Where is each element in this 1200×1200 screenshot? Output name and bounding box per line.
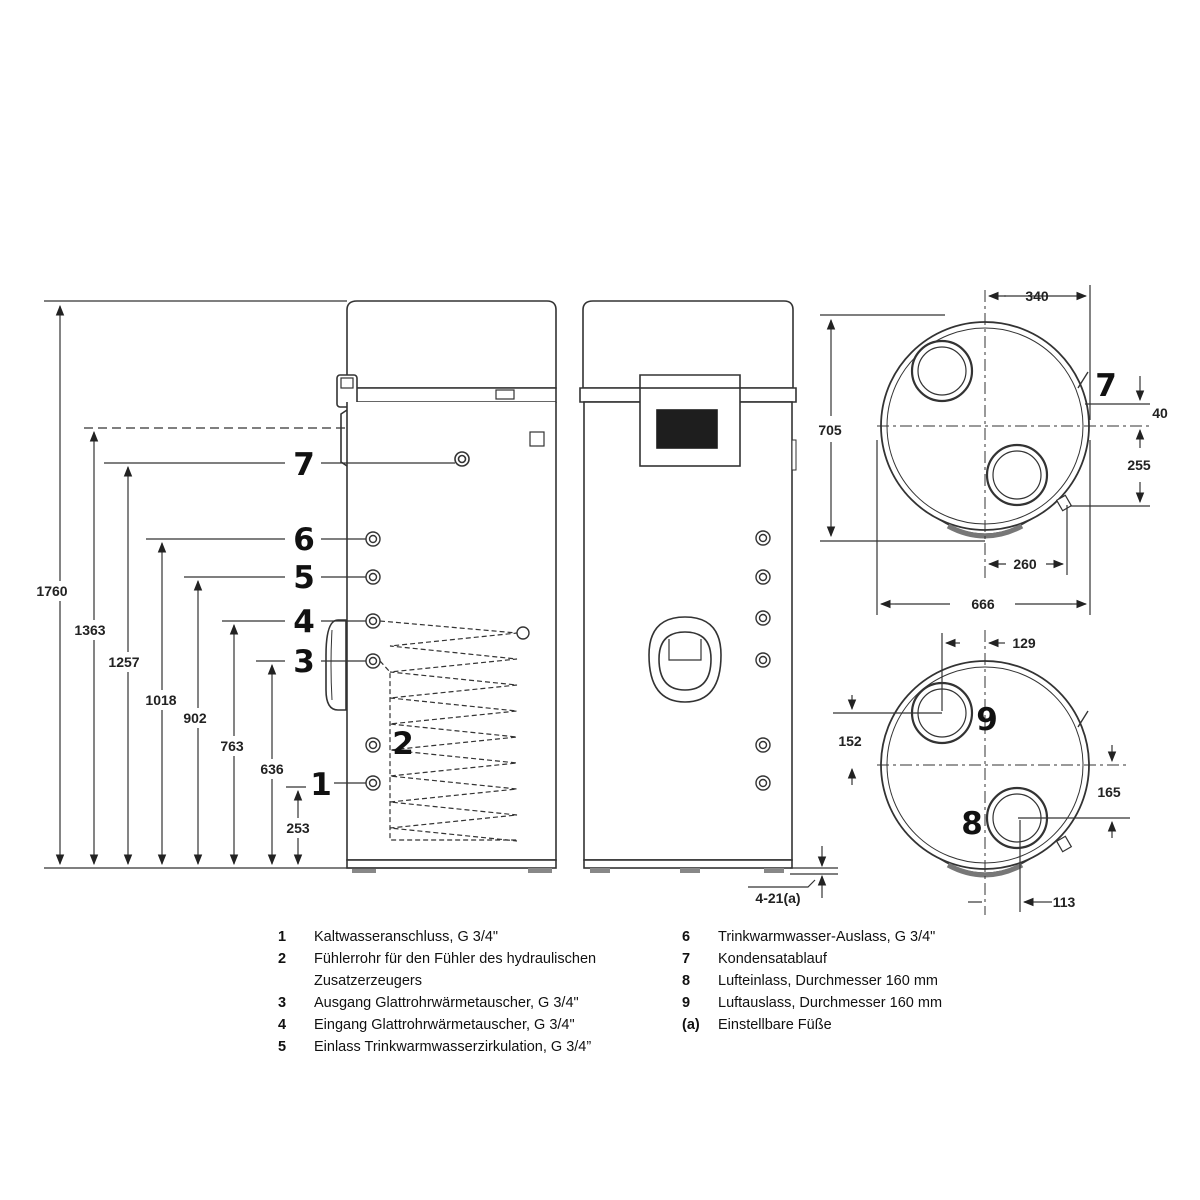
side-callouts: 7 6 5 4 3 2 1: [293, 447, 414, 803]
dim-129: 129: [1012, 635, 1036, 651]
bottom-view: [877, 630, 1130, 915]
dim-666: 666: [971, 596, 995, 612]
legend-item-2: 2 Fühlerrohr für den Fühler des hydraulis…: [278, 948, 658, 992]
bottom-dim-labels: 129 152 165 113 9 8: [838, 635, 1121, 910]
dim-255: 255: [1127, 457, 1151, 473]
dim-340: 340: [1025, 288, 1049, 304]
legend-text: Fühlerrohr für den Fühler des hydraulisc…: [314, 951, 597, 989]
legend-key: 4: [278, 1017, 287, 1033]
dim-1760: 1760: [36, 583, 67, 599]
callout-2: 2: [392, 726, 414, 762]
legend-key: 6: [682, 929, 691, 945]
dim-113: 113: [1053, 894, 1076, 910]
callout-3: 3: [293, 644, 315, 680]
legend-key: 2: [278, 951, 287, 967]
legend-key: 9: [682, 995, 691, 1011]
dim-1018: 1018: [145, 692, 176, 708]
dim-902: 902: [183, 710, 207, 726]
legend-key: (a): [682, 1017, 700, 1033]
dim-763: 763: [220, 738, 244, 754]
legend-text: Luftauslass, Durchmesser 160 mm: [718, 995, 943, 1011]
legend-item-6: 6 Trinkwarmwasser-Auslass, G 3/4": [682, 926, 1012, 948]
dim-253: 253: [286, 820, 310, 836]
dim-1257: 1257: [108, 654, 139, 670]
legend-item-9: 9 Luftauslass, Durchmesser 160 mm: [682, 992, 1012, 1014]
legend-text: Eingang Glattrohrwärmetauscher, G 3/4": [314, 1017, 575, 1033]
legend-key: 5: [278, 1039, 287, 1055]
legend-item-4: 4 Eingang Glattrohrwärmetauscher, G 3/4": [278, 1014, 658, 1036]
legend-right: 6 Trinkwarmwasser-Auslass, G 3/4" 7 Konden…: [682, 926, 1012, 1036]
legend-item-7: 7 Kondensatablauf: [682, 948, 1012, 970]
dim-152: 152: [838, 733, 862, 749]
legend-text: Einlass Trinkwarmwasserzirkulation, G 3/…: [314, 1039, 592, 1055]
dim-705: 705: [818, 422, 842, 438]
dim-foot: 4-21(a): [755, 890, 800, 906]
callout-5: 5: [293, 560, 315, 596]
dim-1363: 1363: [74, 622, 105, 638]
legend-key: 8: [682, 973, 691, 989]
legend-text: Kondensatablauf: [718, 951, 827, 967]
dim-165: 165: [1097, 784, 1121, 800]
callout-1: 1: [310, 767, 332, 803]
legend-key: 3: [278, 995, 287, 1011]
legend-item-3: 3 Ausgang Glattrohrwärmetauscher, G 3/4": [278, 992, 658, 1014]
dim-636: 636: [260, 761, 284, 777]
front-view: [579, 300, 797, 873]
top-dim-labels: 340 705 40 255 260 666 7: [812, 288, 1168, 612]
callout-4: 4: [293, 604, 315, 640]
height-labels: 1760 1363 1257 1018 902 763 636 253: [28, 581, 317, 838]
side-view: [325, 300, 557, 873]
legend-text: Kaltwasseranschluss, G 3/4": [314, 929, 499, 945]
legend-item-a: (a) Einstellbare Füße: [682, 1014, 1012, 1036]
legend-text: Lufteinlass, Durchmesser 160 mm: [718, 973, 938, 989]
top-dimensions: [820, 285, 1150, 615]
top-view: [877, 290, 1150, 580]
callout-bottom-9: 9: [976, 702, 998, 738]
legend-text: Einstellbare Füße: [718, 1017, 832, 1033]
dim-40: 40: [1152, 405, 1168, 421]
legend-text: Ausgang Glattrohrwärmetauscher, G 3/4": [314, 995, 579, 1011]
legend-key: 7: [682, 951, 691, 967]
legend-left: 1 Kaltwasseranschluss, G 3/4" 2 Fühlerrohr…: [278, 926, 658, 1058]
callout-bottom-8: 8: [961, 806, 983, 842]
legend-item-1: 1 Kaltwasseranschluss, G 3/4": [278, 926, 658, 948]
callout-top-7: 7: [1095, 368, 1117, 404]
side-leaders: [321, 462, 455, 784]
foot-dimension: [748, 846, 838, 898]
dim-260: 260: [1013, 556, 1037, 572]
callout-6: 6: [293, 522, 315, 558]
legend-key: 1: [278, 929, 287, 945]
bottom-dimensions: [833, 633, 1130, 912]
legend-text: Trinkwarmwasser-Auslass, G 3/4": [718, 929, 936, 945]
legend-item-8: 8 Lufteinlass, Durchmesser 160 mm: [682, 970, 1012, 992]
callout-7: 7: [293, 447, 315, 483]
legend-item-5: 5 Einlass Trinkwarmwasserzirkulation, G 3…: [278, 1036, 658, 1058]
